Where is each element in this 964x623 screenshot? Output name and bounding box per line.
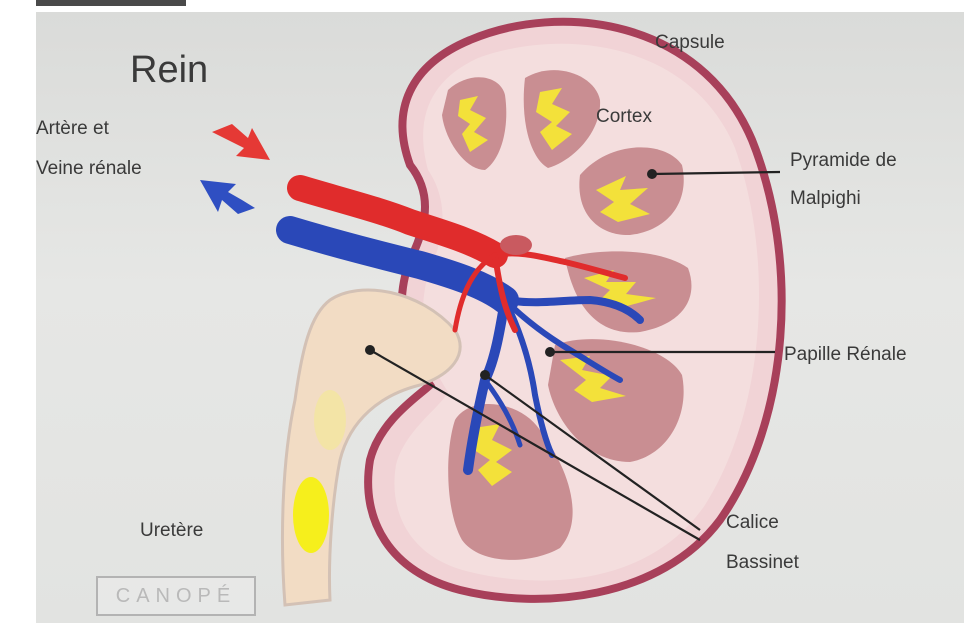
label-artere-line1: Artère et xyxy=(36,118,110,139)
label-bassinet: Bassinet xyxy=(726,552,800,573)
label-papille: Papille Rénale xyxy=(784,344,907,365)
diagram-title: Rein xyxy=(130,49,208,91)
pointer-dot xyxy=(545,347,555,357)
label-calice: Calice xyxy=(726,512,779,533)
label-pyramide-line2: Malpighi xyxy=(790,188,861,209)
label-uretere: Uretère xyxy=(140,520,203,541)
artery-inflow-arrow xyxy=(212,124,270,160)
ureter-yellow xyxy=(293,477,329,553)
label-cortex: Cortex xyxy=(596,106,652,127)
pointer-dot xyxy=(365,345,375,355)
pelvis-yellow xyxy=(314,390,346,450)
pointer-dot xyxy=(647,169,657,179)
canope-watermark: CANOPÉ xyxy=(96,576,256,616)
label-capsule: Capsule xyxy=(655,32,725,53)
label-artere-line2: Veine rénale xyxy=(36,158,142,179)
pointer-dot xyxy=(480,370,490,380)
vein-outflow-arrow xyxy=(200,180,255,214)
label-pyramide-line1: Pyramide de xyxy=(790,150,897,171)
artery-bulb xyxy=(500,235,532,255)
